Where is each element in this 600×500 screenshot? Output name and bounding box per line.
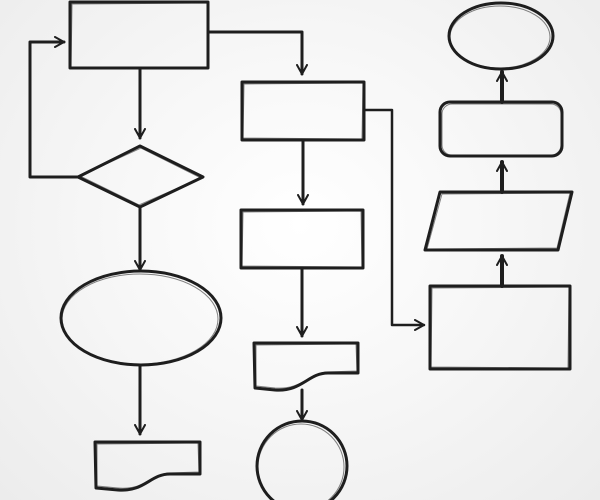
flowchart-nodes: [59, 0, 574, 500]
arrow-decision-loop-back: [28, 36, 80, 179]
process-box-3: [239, 208, 365, 270]
document-shape-1: [93, 440, 202, 492]
process-box-4: [428, 284, 572, 371]
process-box-1: [68, 0, 210, 70]
connector-circle: [255, 419, 349, 500]
decision-diamond: [76, 144, 205, 209]
document-shape-2: [252, 341, 360, 392]
arrow-process1-to-process2: [206, 30, 308, 76]
terminal-ellipse-1: [59, 269, 223, 367]
terminal-ellipse-2: [447, 1, 555, 71]
process-box-2: [240, 80, 366, 142]
flowchart-edges: [28, 30, 508, 436]
data-parallelogram: [423, 190, 574, 252]
rounded-process-box: [438, 100, 564, 158]
arrow-process2-to-process4: [362, 108, 426, 331]
